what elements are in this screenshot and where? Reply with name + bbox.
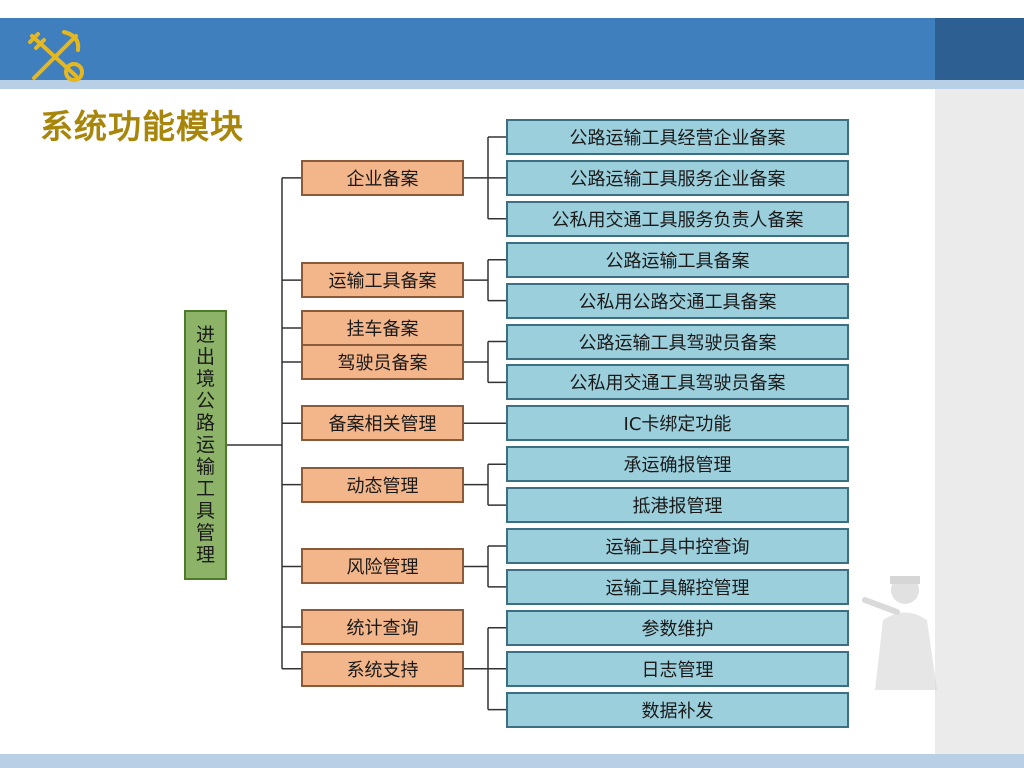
root-node-char: 路 <box>195 412 215 434</box>
leaf-node: 承运确报管理 <box>506 446 849 483</box>
leaf-node: 公私用交通工具驾驶员备案 <box>506 364 849 401</box>
root-node: 进出境公路运输工具管理 <box>184 310 227 580</box>
leaf-node: 日志管理 <box>506 650 849 687</box>
leaf-node: 抵港报管理 <box>506 487 849 524</box>
module-node: 系统支持 <box>301 650 464 687</box>
root-node-char: 进 <box>195 324 215 346</box>
root-node-char: 管 <box>195 522 215 544</box>
root-node-char: 公 <box>195 390 215 412</box>
leaf-node: 运输工具中控查询 <box>506 528 849 564</box>
root-node-char: 输 <box>195 456 215 478</box>
leaf-node: 数据补发 <box>506 691 849 728</box>
leaf-node: 公私用交通工具服务负责人备案 <box>506 200 849 237</box>
footer-stripe <box>0 754 1024 768</box>
root-node-char: 工 <box>195 478 215 500</box>
module-node: 运输工具备案 <box>301 262 464 299</box>
leaf-node: 参数维护 <box>506 609 849 646</box>
module-node: 企业备案 <box>301 159 464 196</box>
leaf-node: IC卡绑定功能 <box>506 405 849 442</box>
leaf-node: 公路运输工具驾驶员备案 <box>506 323 849 360</box>
header-band-right <box>935 18 1024 80</box>
root-node-char: 境 <box>195 368 215 390</box>
header-stripe <box>0 80 1024 89</box>
module-node: 挂车备案 <box>301 310 464 346</box>
module-node: 统计查询 <box>301 609 464 645</box>
leaf-node: 公私用公路交通工具备案 <box>506 282 849 319</box>
officer-watermark-image <box>862 576 937 690</box>
leaf-node: 公路运输工具备案 <box>506 241 849 278</box>
root-node-char: 出 <box>195 346 215 368</box>
root-node-char: 运 <box>195 434 215 456</box>
root-node-char: 理 <box>195 544 215 566</box>
leaf-node: 公路运输工具服务企业备案 <box>506 159 849 196</box>
header-band <box>0 18 935 80</box>
module-node: 风险管理 <box>301 548 464 585</box>
customs-emblem-icon <box>28 30 84 82</box>
module-node: 驾驶员备案 <box>301 343 464 380</box>
page-title: 系统功能模块 <box>40 107 244 146</box>
root-node-char: 具 <box>195 500 215 522</box>
module-node: 备案相关管理 <box>301 405 464 442</box>
leaf-node: 公路运输工具经营企业备案 <box>506 119 849 155</box>
module-node: 动态管理 <box>301 466 464 503</box>
leaf-node: 运输工具解控管理 <box>506 568 849 605</box>
right-side-panel <box>935 89 1024 754</box>
